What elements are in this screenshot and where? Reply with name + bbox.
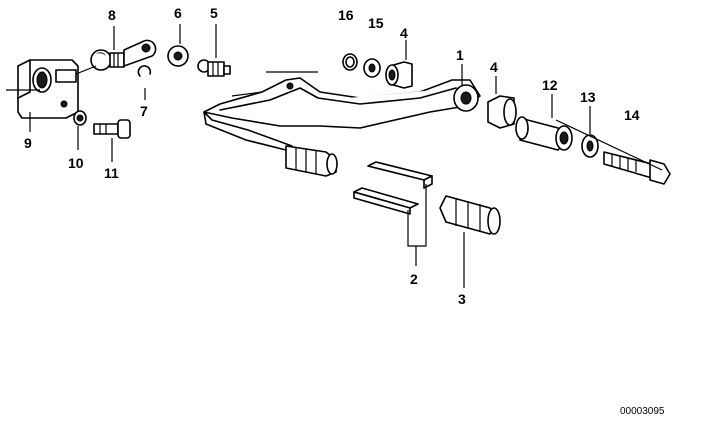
callout-12: 12 — [542, 77, 558, 93]
callout-6: 6 — [174, 5, 182, 21]
callout-14: 14 — [624, 107, 640, 123]
ball-joint-part — [75, 39, 157, 75]
callout-7: 7 — [140, 103, 148, 119]
callout-11: 11 — [104, 165, 119, 181]
washer-part-15 — [363, 58, 381, 78]
rubber-sleeve-part — [439, 195, 501, 235]
o-ring-part — [342, 53, 358, 71]
washer-part-13 — [581, 134, 599, 158]
callout-3: 3 — [458, 291, 466, 307]
shift-lever-part — [203, 71, 481, 177]
clamp-bracket-part — [6, 59, 79, 119]
callout-4-upper: 4 — [400, 25, 408, 41]
callout-10: 10 — [68, 155, 84, 171]
callout-8: 8 — [108, 7, 116, 23]
callout-2: 2 — [410, 271, 418, 287]
callout-1: 1 — [456, 47, 464, 63]
ball-stud-part — [197, 59, 231, 77]
bushing-part-lower — [487, 95, 517, 129]
diagram-code: 00003095 — [620, 406, 665, 417]
callout-numbers: 8 6 5 7 9 10 11 16 15 4 1 4 12 13 14 2 3 — [24, 5, 640, 307]
bolt-part-14 — [555, 119, 671, 185]
washer-part-10 — [73, 110, 87, 126]
callout-5: 5 — [210, 5, 218, 21]
leader-lines — [29, 24, 591, 288]
callout-9: 9 — [24, 135, 32, 151]
circlip-part — [137, 65, 152, 77]
rubber-pad-part — [353, 161, 433, 215]
callout-4-lower: 4 — [490, 59, 498, 75]
bushing-part-upper — [385, 61, 413, 89]
bolt-part-11 — [93, 119, 131, 139]
bushing-part — [167, 45, 189, 67]
callout-13: 13 — [580, 89, 596, 105]
callout-16: 16 — [338, 7, 354, 23]
sleeve-part — [515, 116, 573, 151]
callout-15: 15 — [368, 15, 384, 31]
